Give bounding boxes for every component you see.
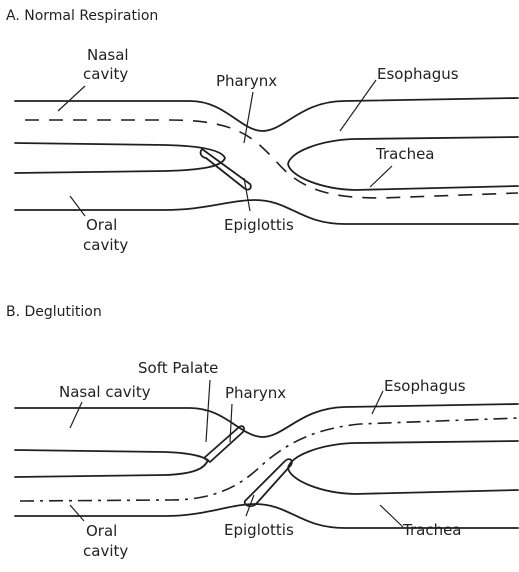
panel-b-title: B. Deglutition [6, 304, 102, 320]
esophagus-leader [340, 80, 376, 131]
epiglottis-shape [201, 149, 251, 190]
esophagus-label: Esophagus [377, 65, 459, 83]
esophagus-leader-b [372, 391, 383, 414]
pharynx-leader [244, 92, 253, 143]
pharynx-label-b: Pharynx [225, 384, 286, 402]
esophagus-label-b: Esophagus [384, 377, 466, 395]
nasal-upper-wall [15, 98, 518, 131]
nasal-cavity-leader [58, 86, 85, 111]
nasal-cavity-label-line2: cavity [83, 65, 128, 83]
epiglottis-shape-b [245, 459, 292, 506]
deglutition-diagram: B. Deglutition Soft Palate Nasal cavity … [0, 290, 519, 572]
oral-cavity-leader [70, 196, 85, 216]
oral-cavity-label-line2-b: cavity [83, 542, 128, 560]
airflow-path [25, 120, 518, 198]
pharynx-label: Pharynx [216, 72, 277, 90]
oral-cavity-leader-b [70, 505, 84, 521]
nasal-cavity-label-b: Nasal cavity [59, 383, 151, 401]
trachea-label-b: Trachea [402, 521, 462, 539]
panel-deglutition: B. Deglutition Soft Palate Nasal cavity … [0, 290, 519, 572]
palate-wall [15, 143, 225, 173]
nasal-cavity-label-line1: Nasal [87, 46, 129, 64]
palate-wall-b [15, 450, 208, 477]
esophagus-trachea-divider-b [288, 441, 518, 494]
oral-cavity-label-line1: Oral [86, 216, 117, 234]
soft-palate-shape [204, 426, 244, 462]
oral-cavity-label-line1-b: Oral [86, 522, 117, 540]
panel-a-title: A. Normal Respiration [6, 8, 158, 24]
trachea-leader-b [380, 505, 403, 527]
respiration-diagram: A. Normal Respiration Nasal cavity Phary… [0, 0, 519, 280]
trachea-label: Trachea [375, 145, 435, 163]
panel-normal-respiration: A. Normal Respiration Nasal cavity Phary… [0, 0, 519, 280]
epiglottis-label-b: Epiglottis [224, 521, 294, 539]
trachea-leader [370, 166, 392, 187]
soft-palate-label: Soft Palate [138, 359, 218, 377]
nasal-cavity-leader-b [70, 402, 82, 428]
oral-cavity-label-line2: cavity [83, 236, 128, 254]
epiglottis-label: Epiglottis [224, 216, 294, 234]
